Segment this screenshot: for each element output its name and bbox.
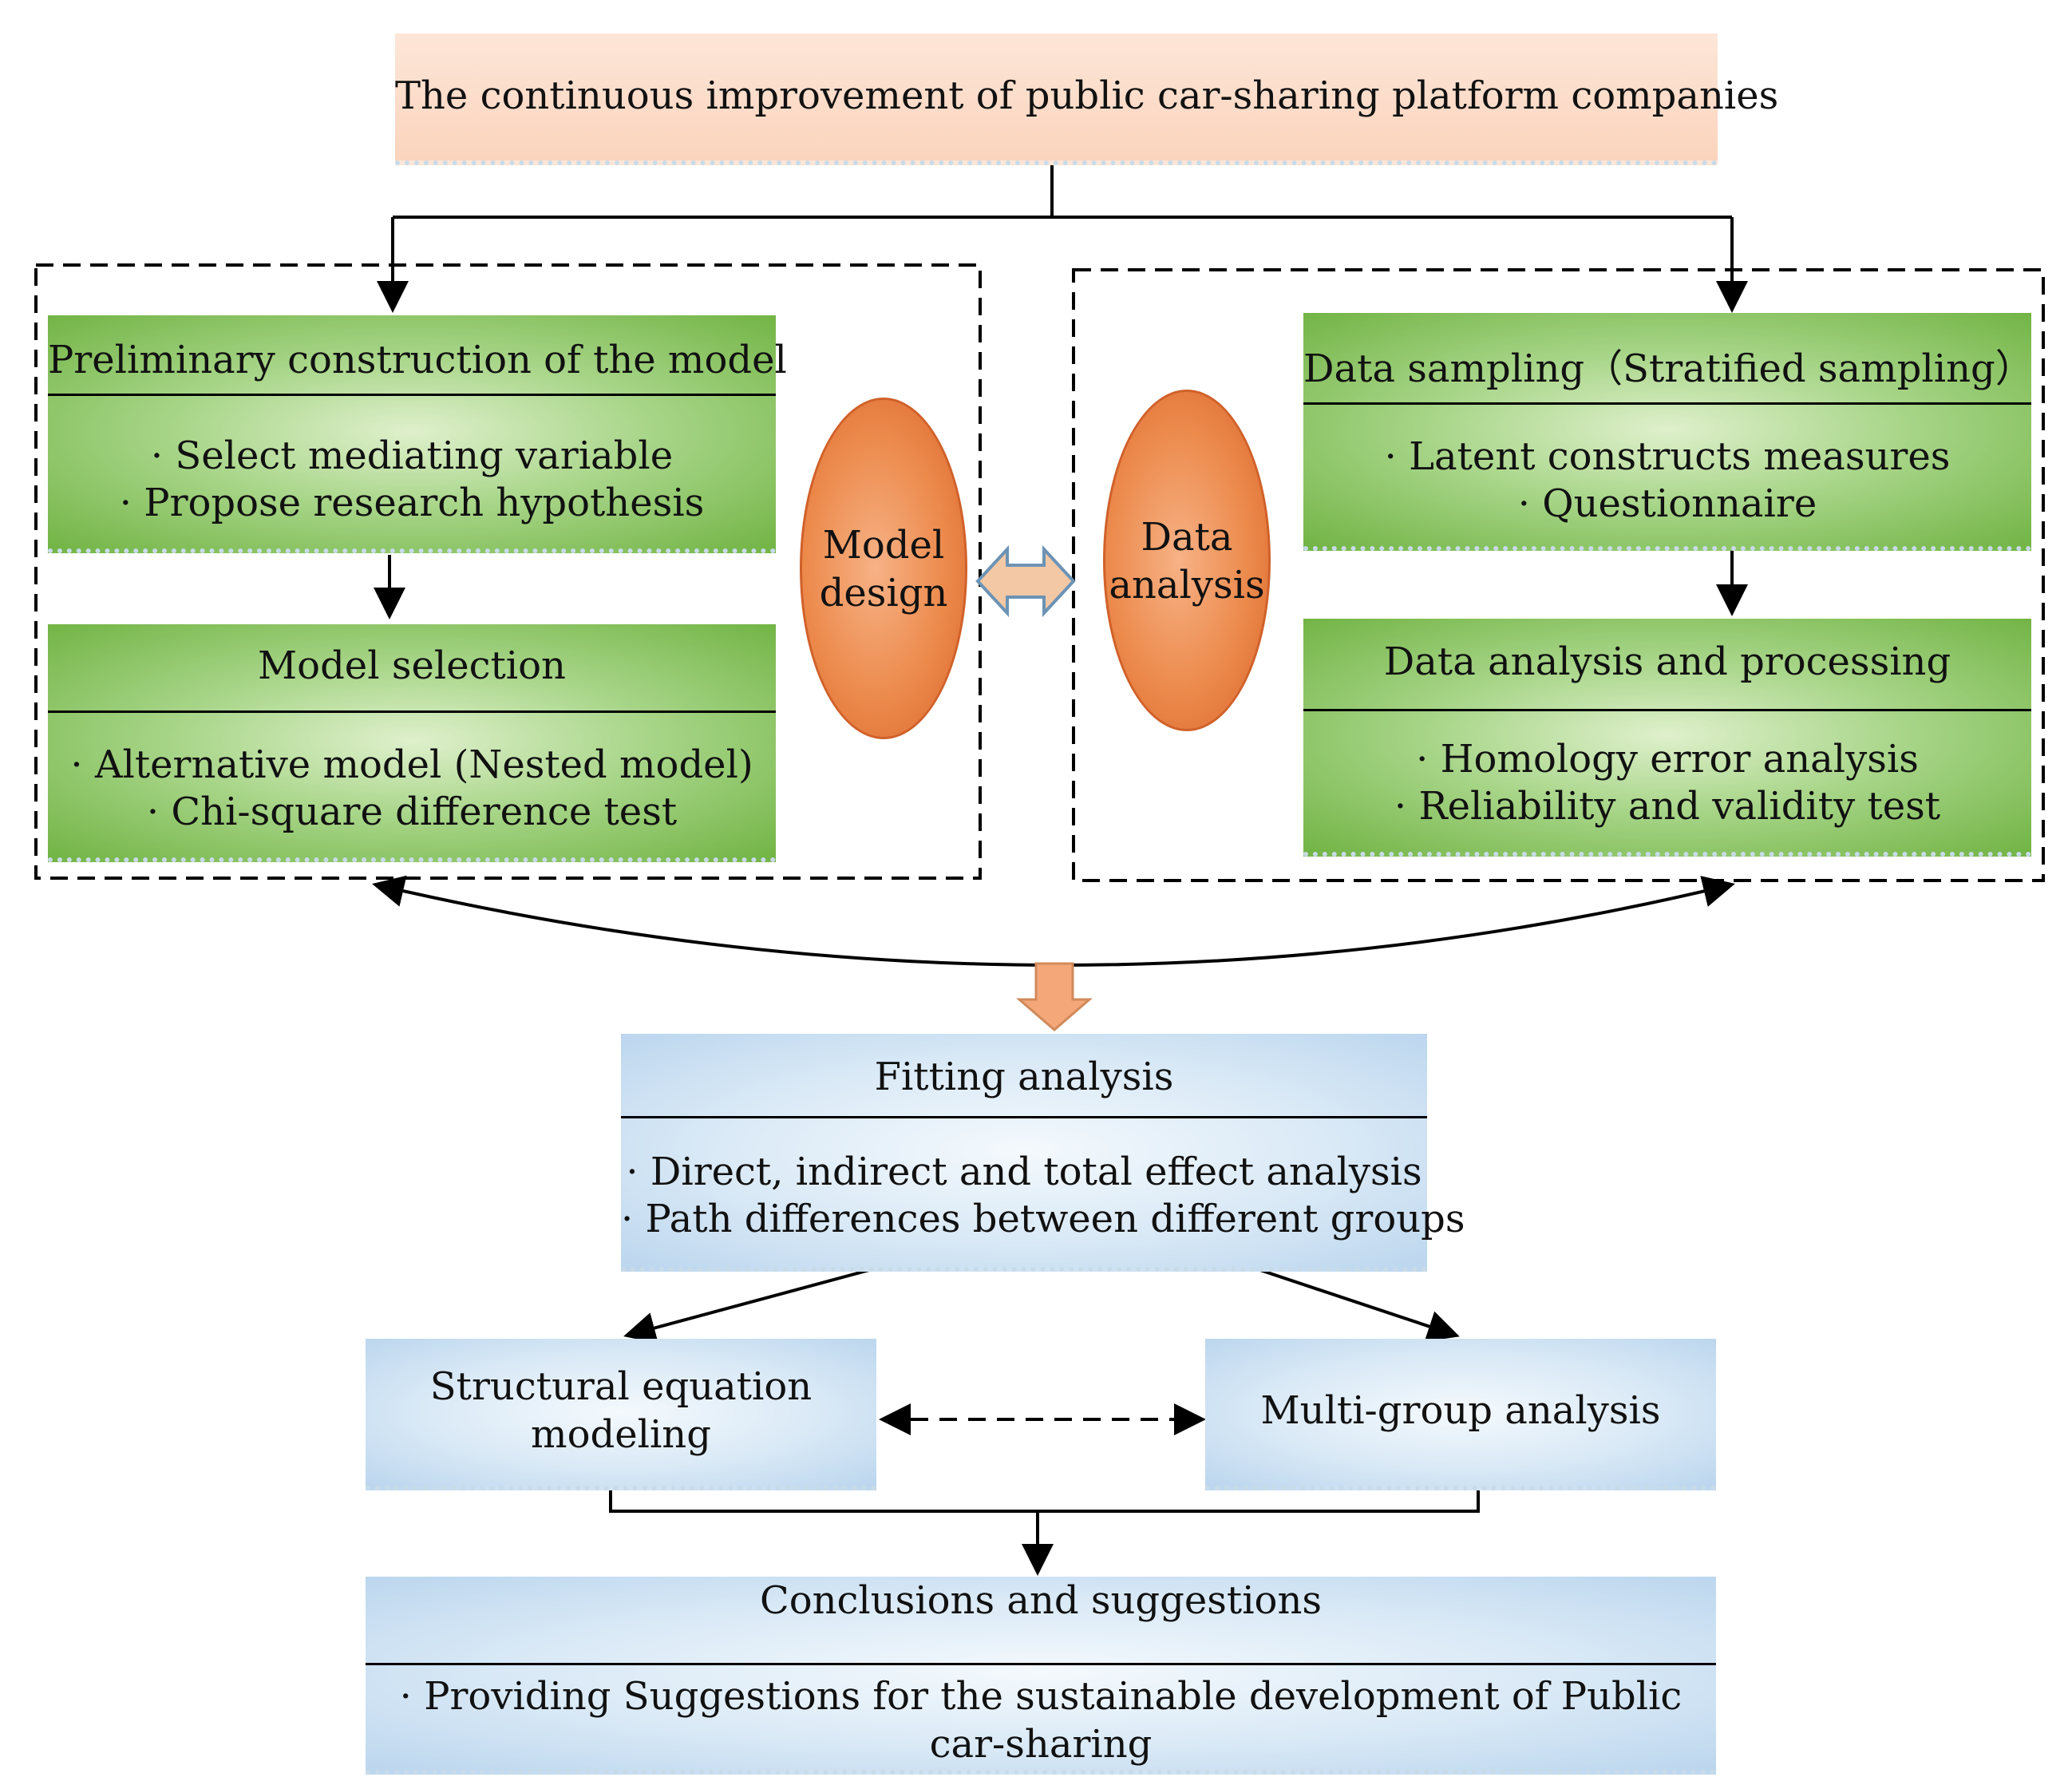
model-design-ellipse: Model design [800,398,967,739]
fitting-item: · Direct, indirect and total effect anal… [626,1150,1422,1194]
data-sampling-box: Data sampling（Stratified sampling） · Lat… [1303,313,2034,551]
arrow-fitting-to-sem [623,1266,879,1344]
arrow-fitting-to-multigroup [1252,1266,1460,1342]
multigroup-box: Multi-group analysis [1205,1339,1716,1490]
fitting-analysis-box: Fitting analysis · Direct, indirect and … [621,1034,1465,1272]
model-design-line1: Model [822,523,945,568]
separator-line [621,1116,1427,1118]
model-selection-item: · Alternative model (Nested model) [70,742,753,787]
double-arrow-design-analysis [975,544,1076,618]
multigroup-label: Multi-group analysis [1260,1388,1661,1433]
preliminary-item: · Select mediating variable [150,433,674,478]
top-split-connector [391,161,1734,307]
model-design-line2: design [819,571,948,615]
data-analysis-line2: analysis [1109,563,1265,608]
conclusions-line1: · Providing Suggestions for the sustaina… [399,1674,1683,1719]
merge-connector [609,1483,1480,1545]
data-analysis-line1: Data [1141,515,1233,560]
data-analysis-ellipse: Data analysis [1103,390,1271,731]
conclusions-box: Conclusions and suggestions · Providing … [366,1577,1716,1775]
sem-line2: modeling [531,1412,711,1457]
data-processing-item: · Reliability and validity test [1394,784,1941,829]
data-processing-item: · Homology error analysis [1416,737,1919,782]
data-processing-title: Data analysis and processing [1383,639,1951,684]
data-sampling-item: · Questionnaire [1517,481,1817,526]
model-design-panel [34,263,982,880]
model-selection-item: · Chi-square difference test [146,790,678,834]
preliminary-construction-title: Preliminary construction of the model [48,338,787,382]
orange-down-arrow [1015,962,1093,1031]
top-title-box: The continuous improvement of public car… [395,34,1779,165]
conclusions-title: Conclusions and suggestions [759,1578,1322,1623]
separator-line [366,1663,1716,1665]
model-selection-box: Model selection · Alternative model (Nes… [48,624,776,862]
preliminary-item: · Propose research hypothesis [119,481,705,525]
fitting-analysis-title: Fitting analysis [874,1055,1174,1099]
sem-box: Structural equation modeling [366,1339,876,1490]
preliminary-construction-box: Preliminary construction of the model · … [48,315,787,553]
data-sampling-item: · Latent constructs measures [1384,434,1951,479]
model-selection-title: Model selection [258,643,566,688]
fitting-item: · Path differences between different gro… [621,1197,1465,1241]
separator-line [1303,709,2031,711]
data-processing-box: Data analysis and processing · Homology … [1303,619,2031,857]
data-sampling-title: Data sampling（Stratified sampling） [1303,346,2034,391]
sem-line1: Structural equation [429,1364,813,1409]
conclusions-line2: car-sharing [929,1722,1153,1767]
separator-line [48,394,776,396]
feedback-arc [372,875,1735,967]
top-title-text: The continuous improvement of public car… [395,73,1779,118]
separator-line [48,710,776,713]
separator-line [1303,402,2031,405]
